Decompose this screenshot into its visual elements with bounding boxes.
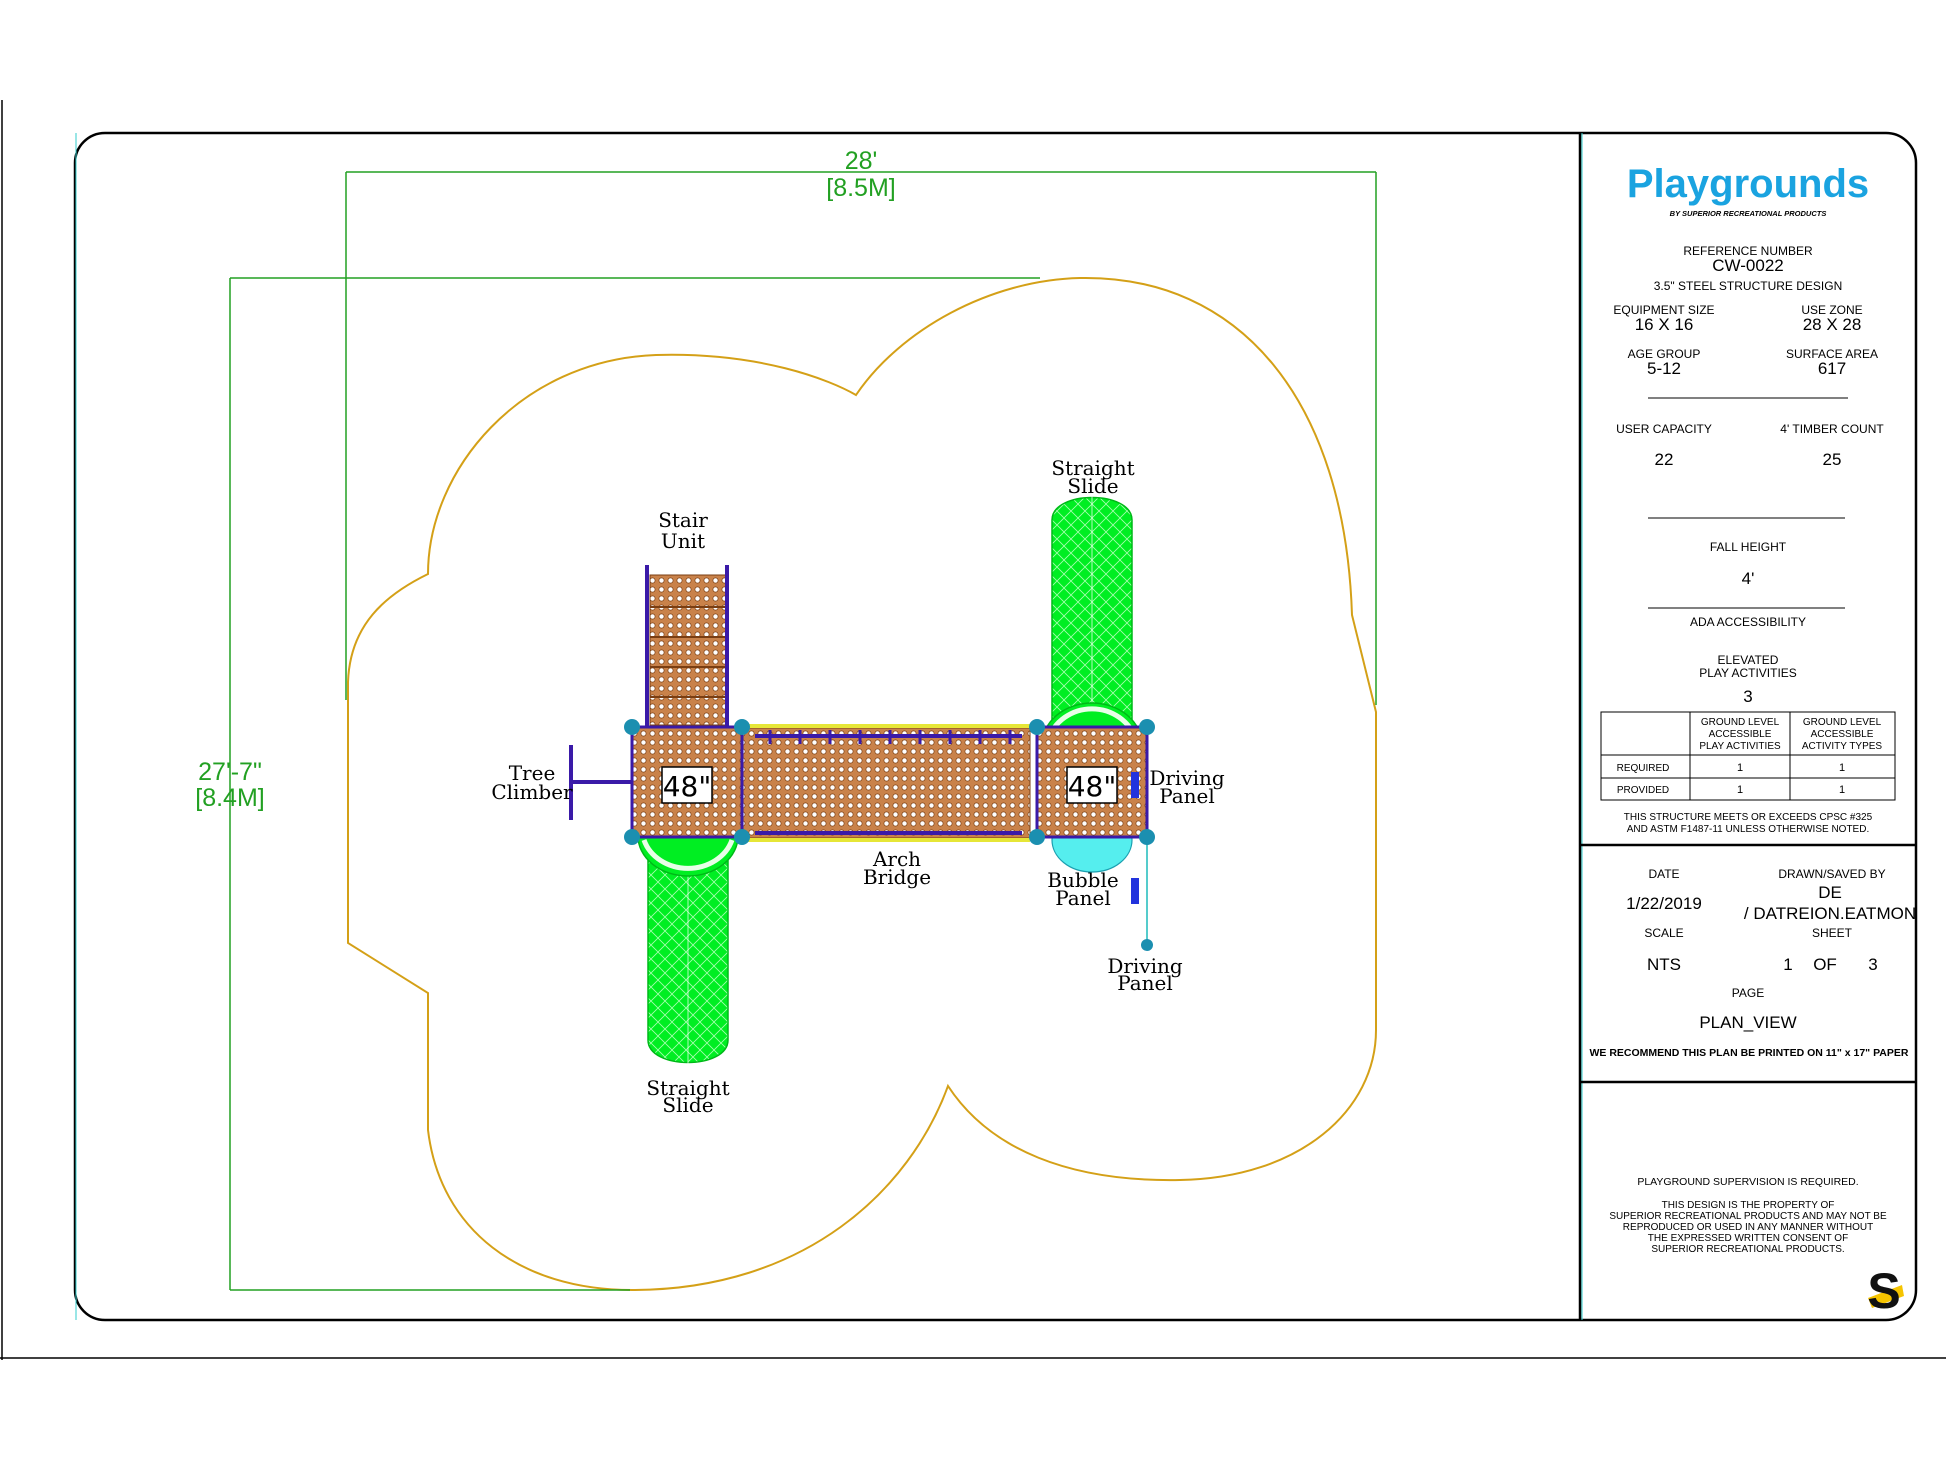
age-group-label: AGE GROUP — [1628, 347, 1701, 361]
design-label: 3.5" STEEL STRUCTURE DESIGN — [1654, 279, 1843, 293]
elevated-label-1: ELEVATED — [1718, 653, 1779, 667]
property-line-3: REPRODUCED OR USED IN ANY MANNER WITHOUT — [1623, 1222, 1873, 1233]
equipment-size-label: EQUIPMENT SIZE — [1613, 303, 1714, 317]
logo-letter: S — [1867, 1263, 1900, 1319]
equipment-size-value: 16 X 16 — [1635, 315, 1694, 334]
table-col1-line2: ACCESSIBLE — [1709, 729, 1772, 740]
driving-panel-bottom — [1131, 842, 1153, 951]
dimension-height — [229, 277, 1040, 1291]
fall-height-label: FALL HEIGHT — [1710, 540, 1787, 554]
print-note: WE RECOMMEND THIS PLAN BE PRINTED ON 11"… — [1590, 1047, 1909, 1059]
date-value: 1/22/2019 — [1626, 894, 1702, 913]
height-m-label: [8.4M] — [195, 784, 264, 812]
timber-count-value: 25 — [1823, 450, 1842, 469]
sheet-label: SHEET — [1812, 926, 1853, 940]
user-capacity-value: 22 — [1655, 450, 1674, 469]
property-line-5: SUPERIOR RECREATIONAL PRODUCTS. — [1651, 1244, 1844, 1255]
driving-panel-right — [1131, 772, 1139, 798]
page-label: PAGE — [1732, 986, 1764, 1000]
stair-label-2: Unit — [661, 529, 705, 553]
compliance-line-2: AND ASTM F1487-11 UNLESS OTHERWISE NOTED… — [1627, 824, 1869, 835]
height-ft-label: 27'-7" — [198, 758, 262, 786]
reference-value: CW-0022 — [1712, 256, 1784, 275]
scale-label: SCALE — [1644, 926, 1683, 940]
dimension-width — [345, 171, 1377, 705]
table-row2-v1: 1 — [1737, 784, 1743, 796]
component-labels: Stair Unit Tree Climber Straight Slide S… — [491, 456, 1225, 1117]
use-zone-outline — [347, 276, 1377, 1292]
sheet-of: OF — [1813, 955, 1837, 974]
accessibility-table — [1600, 711, 1896, 801]
driving-right-label-2: Panel — [1159, 784, 1215, 808]
surface-area-label: SURFACE AREA — [1786, 347, 1878, 361]
width-ft-label: 28' — [845, 147, 878, 175]
use-zone-label: USE ZONE — [1801, 303, 1862, 317]
supervision-note: PLAYGROUND SUPERVISION IS REQUIRED. — [1637, 1176, 1858, 1188]
age-group-value: 5-12 — [1647, 359, 1681, 378]
superior-s-logo: S — [1867, 1263, 1904, 1319]
table-col2-line1: GROUND LEVEL — [1803, 717, 1882, 728]
brand-logo: Playgrounds — [1627, 162, 1869, 206]
property-line-2: SUPERIOR RECREATIONAL PRODUCTS AND MAY N… — [1609, 1211, 1887, 1222]
stair-label-1: Stair — [658, 508, 708, 532]
table-row2-v2: 1 — [1839, 784, 1845, 796]
drawn-label: DRAWN/SAVED BY — [1778, 867, 1885, 881]
width-m-label: [8.5M] — [826, 174, 895, 202]
sheet-number: 1 — [1783, 955, 1792, 974]
property-line-1: THIS DESIGN IS THE PROPERTY OF — [1662, 1200, 1835, 1211]
date-label: DATE — [1648, 867, 1679, 881]
deck-left-height: 48" — [663, 770, 712, 803]
elevated-value: 3 — [1743, 687, 1752, 706]
bubble-label-2: Panel — [1055, 886, 1111, 910]
reference-label: REFERENCE NUMBER — [1683, 244, 1813, 258]
tree-climber — [569, 745, 632, 820]
driving-bottom-label-1: Driving — [1107, 954, 1183, 978]
stair-unit — [645, 565, 729, 728]
brand-subtitle: BY SUPERIOR RECREATIONAL PRODUCTS — [1670, 209, 1827, 218]
slide-bottom-label-1: Straight — [646, 1076, 729, 1100]
tree-label-1: Tree — [509, 761, 556, 785]
surface-area-value: 617 — [1818, 359, 1846, 378]
tree-label-2: Climber — [491, 780, 573, 804]
elevated-label-2: PLAY ACTIVITIES — [1699, 666, 1797, 680]
arch-bridge — [741, 724, 1031, 842]
timber-count-label: 4' TIMBER COUNT — [1780, 422, 1884, 436]
title-block: Playgrounds BY SUPERIOR RECREATIONAL PRO… — [1580, 162, 1916, 1319]
table-row1-v1: 1 — [1737, 762, 1743, 774]
table-col2-line3: ACTIVITY TYPES — [1802, 741, 1883, 752]
driving-bottom-label-2: Panel — [1117, 971, 1173, 995]
sheet-total: 3 — [1868, 955, 1877, 974]
bubble-label-1: Bubble — [1047, 868, 1118, 892]
slide-top-label-2: Slide — [1067, 474, 1118, 498]
table-col2-line2: ACCESSIBLE — [1811, 729, 1874, 740]
drawn-value-2: / DATREION.EATMON — [1744, 904, 1916, 923]
scale-value: NTS — [1647, 955, 1681, 974]
table-col1-line3: PLAY ACTIVITIES — [1699, 741, 1781, 752]
deck-right-height: 48" — [1068, 770, 1117, 803]
ada-label: ADA ACCESSIBILITY — [1690, 615, 1806, 629]
driving-right-label-1: Driving — [1149, 766, 1225, 790]
deck-right: 48" — [1035, 725, 1149, 839]
user-capacity-label: USER CAPACITY — [1616, 422, 1712, 436]
posts — [624, 719, 1155, 845]
page-value: PLAN_VIEW — [1699, 1013, 1796, 1032]
slide-bottom-label-2: Slide — [662, 1093, 713, 1117]
table-row1-v2: 1 — [1839, 762, 1845, 774]
fall-height-value: 4' — [1742, 569, 1755, 588]
deck-left: 48" — [630, 725, 744, 839]
compliance-line-1: THIS STRUCTURE MEETS OR EXCEEDS CPSC #32… — [1624, 812, 1873, 823]
drawn-value-1: DE — [1818, 883, 1842, 902]
bridge-label-1: Arch — [872, 847, 921, 871]
table-row2-label: PROVIDED — [1617, 785, 1669, 796]
property-line-4: THE EXPRESSED WRITTEN CONSENT OF — [1648, 1233, 1848, 1244]
slide-top-label-1: Straight — [1051, 456, 1134, 480]
bridge-label-2: Bridge — [863, 865, 931, 889]
use-zone-value: 28 X 28 — [1803, 315, 1862, 334]
table-row1-label: REQUIRED — [1617, 763, 1670, 774]
table-col1-line1: GROUND LEVEL — [1701, 717, 1780, 728]
